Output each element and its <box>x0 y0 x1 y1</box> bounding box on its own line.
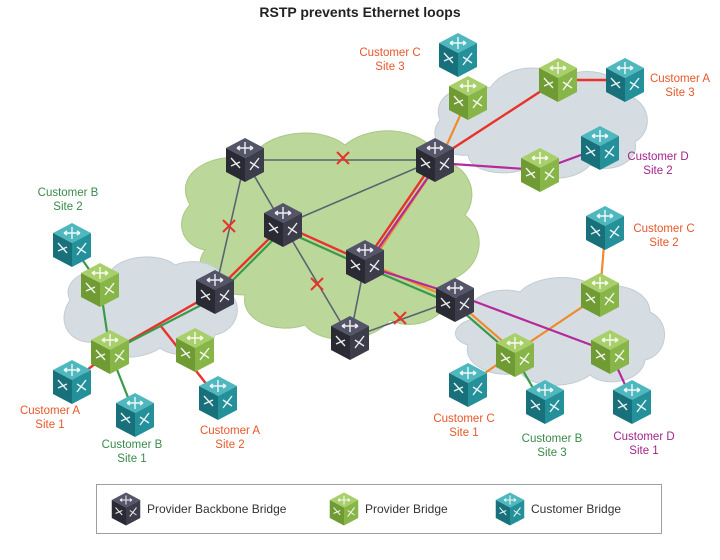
legend-item-backbone: Provider Backbone Bridge <box>111 485 286 533</box>
customer-bridge-icon <box>585 205 625 251</box>
legend-item-provider: Provider Bridge <box>329 485 448 533</box>
customer-bridge-icon <box>52 222 92 268</box>
core-cloud <box>181 130 480 340</box>
legend: Provider Backbone Bridge Provider Bridge… <box>96 484 662 534</box>
customer-bridge-icon <box>115 392 155 438</box>
legend-item-customer: Customer Bridge <box>495 485 621 533</box>
legend-label-backbone: Provider Backbone Bridge <box>147 502 287 516</box>
customer-bridge-icon <box>448 362 488 408</box>
customer-bridge-icon <box>52 359 92 405</box>
blocked-link-x-icon <box>222 151 407 325</box>
legend-label-customer: Customer Bridge <box>531 502 622 516</box>
customer-bridge-icon <box>612 379 652 425</box>
backbone-bridge-icon <box>111 491 141 527</box>
provider-bridge-icon <box>329 491 359 527</box>
diagram-title: RSTP prevents Ethernet loops <box>259 4 461 20</box>
legend-label-provider: Provider Bridge <box>365 502 448 516</box>
customer-bridge-icon <box>438 32 478 78</box>
customer-bridge-icon <box>495 491 525 527</box>
